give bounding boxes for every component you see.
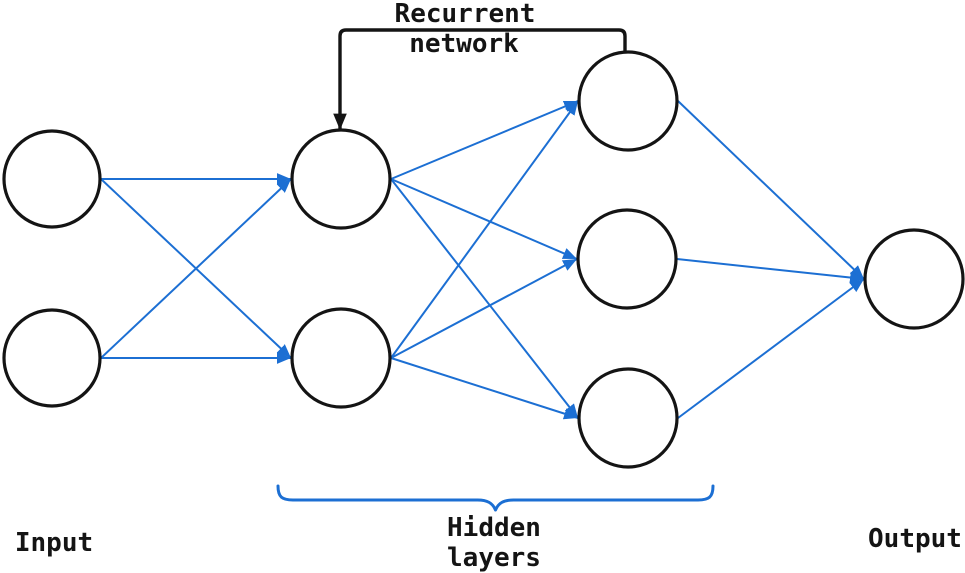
edge-hidden1-1-to-hidden2-1 <box>390 100 579 180</box>
hidden-layers-label-line1: Hidden <box>447 513 541 543</box>
edge-hidden2-2-to-output-1 <box>676 258 865 284</box>
node-hidden2-1 <box>577 50 679 152</box>
recurrent-label-line2: network <box>409 29 519 59</box>
edge-hidden1-2-to-hidden2-2 <box>390 258 578 359</box>
hidden-layers-label-line2: layers <box>447 543 541 573</box>
node-output-1 <box>863 228 965 330</box>
hidden-layers-brace <box>276 484 715 512</box>
recurrent-label-line1: Recurrent <box>395 0 536 29</box>
recurrent-loop-arrow <box>333 28 627 130</box>
node-hidden2-2 <box>576 208 678 310</box>
node-input-2 <box>2 308 102 408</box>
output-layer-label: Output <box>868 524 962 554</box>
node-input-1 <box>2 129 102 229</box>
edge-hidden1-1-to-hidden2-3 <box>390 178 579 419</box>
edge-hidden1-1-to-hidden2-2 <box>390 178 578 260</box>
input-layer-label: Input <box>15 528 93 558</box>
edge-input-2-to-hidden1-1 <box>100 178 292 359</box>
edge-hidden2-3-to-output-1 <box>677 278 865 419</box>
edges-layer <box>100 100 865 420</box>
edge-hidden1-2-to-hidden2-1 <box>390 100 579 359</box>
nodes-layer <box>2 50 965 469</box>
node-hidden2-3 <box>577 367 679 469</box>
edge-hidden1-2-to-hidden2-3 <box>390 357 579 420</box>
node-hidden1-2 <box>290 307 392 409</box>
edge-hidden2-1-to-output-1 <box>677 100 865 280</box>
node-hidden1-1 <box>290 128 392 230</box>
